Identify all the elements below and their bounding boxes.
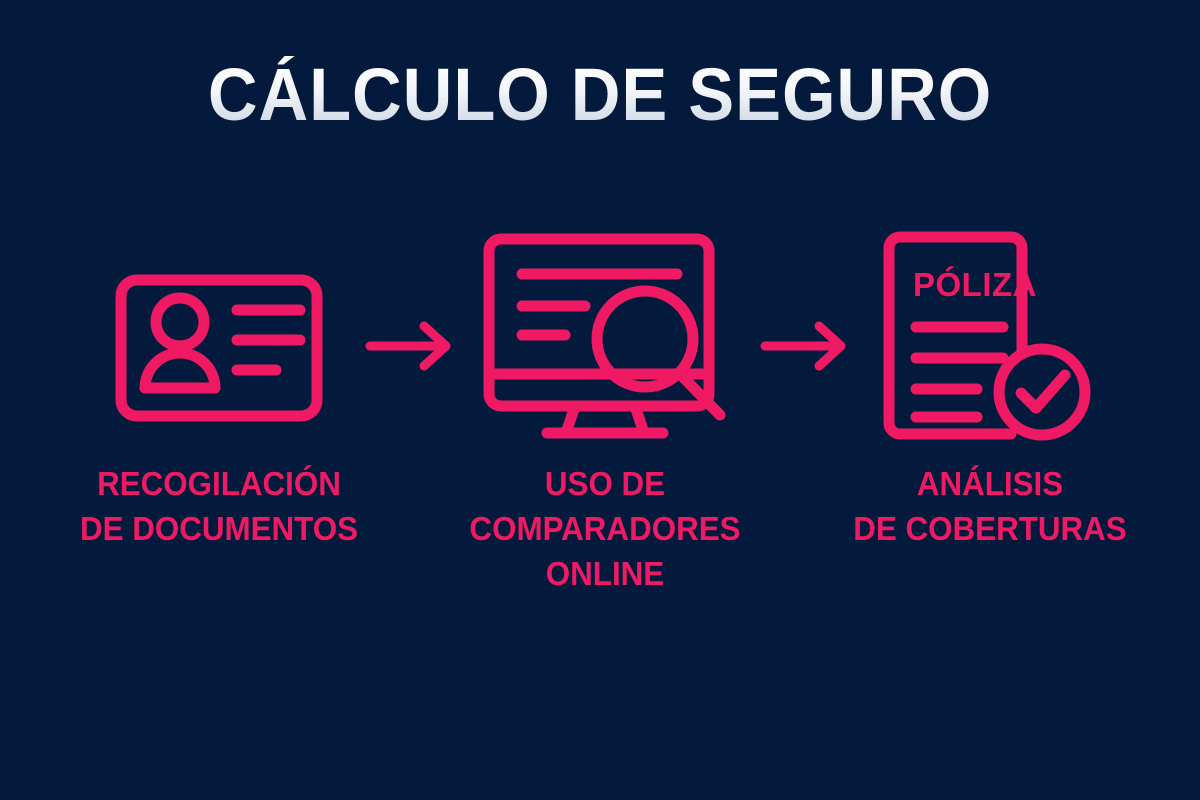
page-title: CÁLCULO DE SEGURO — [42, 56, 1158, 134]
step-1-icon-wrap — [49, 230, 389, 445]
step-2-label: USO DE COMPARADORES ONLINE — [469, 465, 741, 592]
step-2: USO DE COMPARADORES ONLINE — [435, 230, 775, 596]
id-card-icon — [115, 274, 323, 421]
monitor-search-icon — [483, 233, 726, 439]
connector-arrow-1 — [362, 318, 458, 374]
step-3-icon-wrap: PÓLIZA — [820, 230, 1160, 445]
step-1-label: RECOGILACIÓN DE DOCUMENTOS — [79, 465, 359, 547]
policy-document-check-icon: PÓLIZA — [883, 231, 1091, 441]
document-title-text: PÓLIZA — [913, 266, 1037, 303]
arrow-right-icon — [760, 321, 846, 371]
step-2-icon-wrap — [435, 230, 775, 445]
arrow-right-icon — [365, 321, 451, 371]
step-3: PÓLIZA ANÁLISIS DE COBERTURAS — [820, 230, 1160, 551]
connector-arrow-2 — [757, 318, 853, 374]
step-1: RECOGILACIÓN DE DOCUMENTOS — [49, 230, 389, 551]
step-3-label: ANÁLISIS DE COBERTURAS — [853, 465, 1127, 547]
